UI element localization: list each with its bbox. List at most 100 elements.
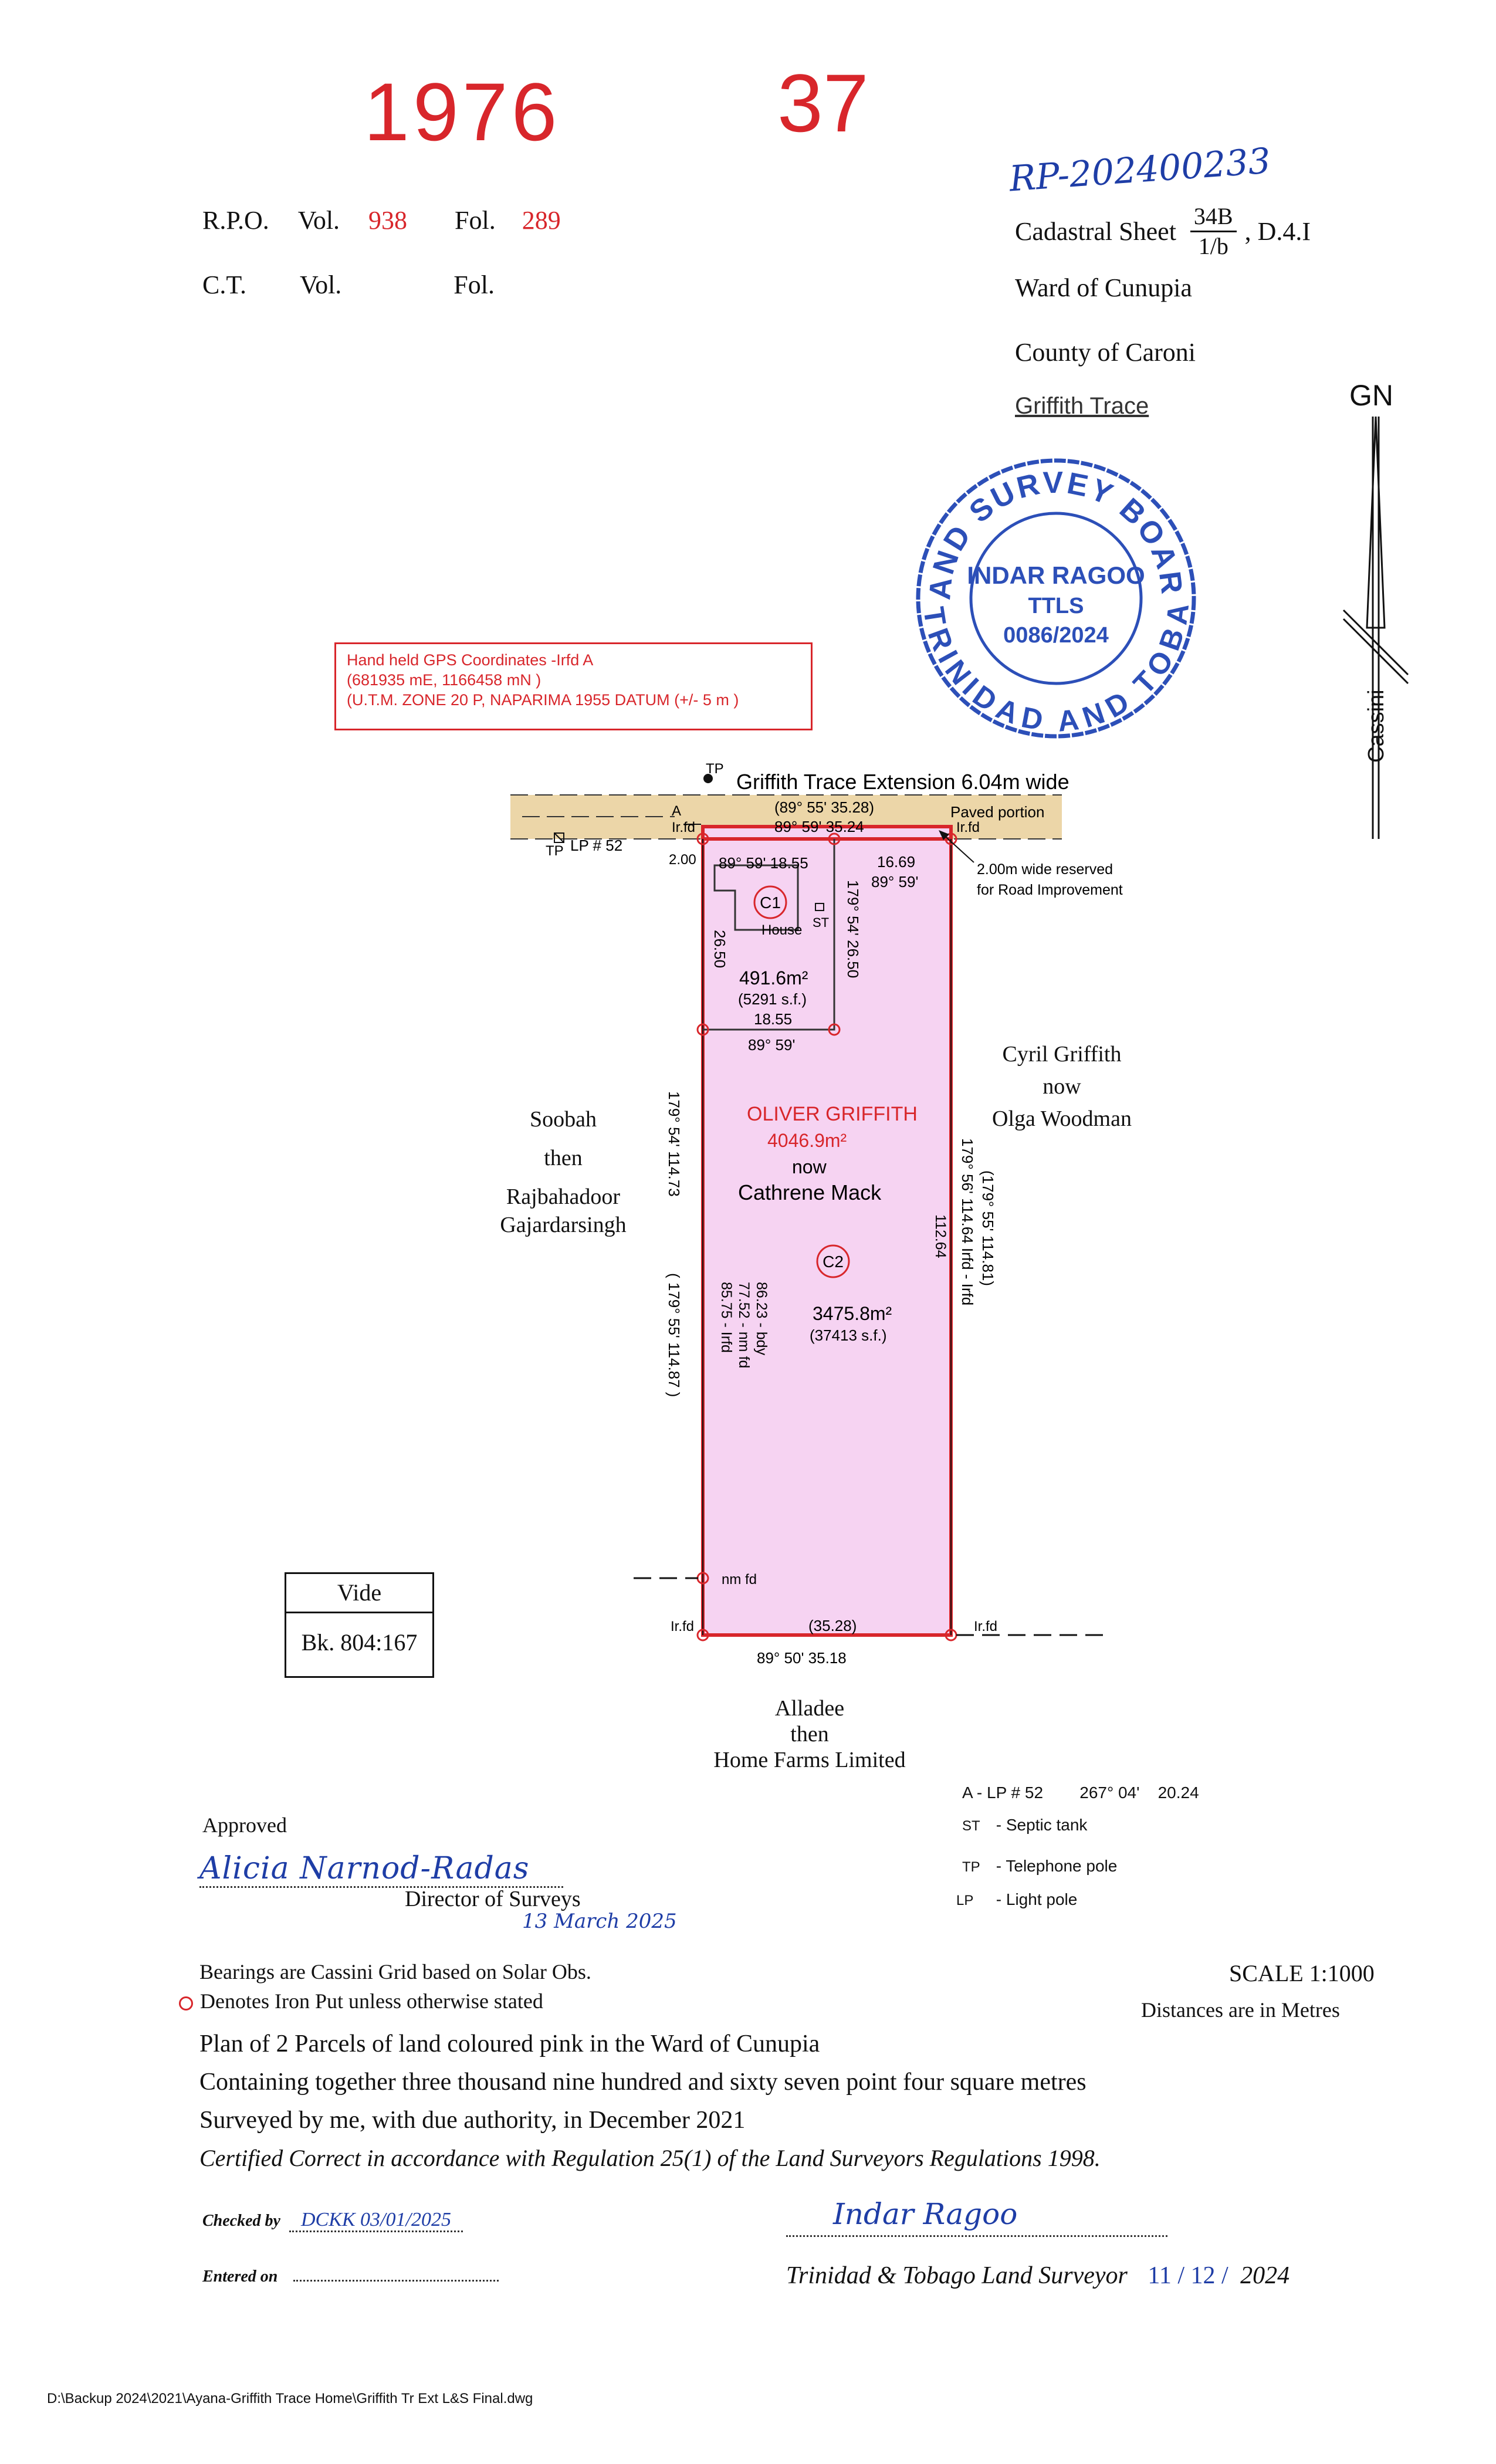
entered-line: Entered on	[202, 2267, 499, 2286]
cadastral-label: Cadastral Sheet	[1015, 217, 1176, 246]
top-bearing-recorded: (89° 55' 35.28)	[774, 798, 874, 816]
surveyor-line: Trinidad & Tobago Land Surveyor 11 / 12 …	[786, 2262, 1289, 2290]
north-arrow-icon	[1342, 417, 1409, 839]
cadastral-suffix: , D.4.I	[1244, 217, 1311, 246]
rpo-line: R.P.O. Vol. 938 Fol. 289	[202, 205, 561, 235]
c1-sqft: (5291 s.f.)	[738, 990, 807, 1008]
east-line-1: Cyril Griffith	[1002, 1042, 1122, 1067]
c1-top-bearing: 89° 59' 18.55	[719, 854, 808, 872]
land-survey-board-stamp: LAND SURVEY BOARD OF TRINIDAD AND TOBAGO…	[909, 452, 1196, 739]
director-label: Director of Surveys	[405, 1887, 581, 1911]
plan-number-left: 1976	[364, 66, 561, 158]
distances-label: Distances are in Metres	[1141, 1998, 1340, 2022]
plan-description: Plan of 2 Parcels of land coloured pink …	[199, 2030, 820, 2057]
county-label: County of Caroni	[1015, 338, 1196, 367]
fol-label: Fol.	[455, 206, 496, 235]
ct-fol-label: Fol.	[453, 270, 495, 299]
south-line-1: Alladee	[774, 1696, 845, 1721]
inner-dist-1: 86.23 - bdy	[753, 1282, 770, 1356]
certified-line: Certified Correct in accordance with Reg…	[199, 2145, 1101, 2171]
c1-label: C1	[760, 893, 781, 912]
telephone-pole-icon: TP	[962, 1859, 980, 1875]
irfd-label-ne: Ir.fd	[956, 820, 980, 835]
fol-value: 289	[522, 206, 561, 235]
two-metre-label: 2.00	[669, 852, 696, 868]
iron-note: Denotes Iron Put unless otherwise stated	[179, 1989, 543, 2013]
south-neighbour: Alladee then Home Farms Limited	[681, 1695, 939, 1773]
entered-label: Entered on	[202, 2267, 278, 2286]
tie-line: A - LP # 52 267° 04' 20.24	[962, 1783, 1199, 1802]
scale-label: SCALE 1:1000	[1229, 1960, 1375, 1986]
signature-line	[199, 1886, 563, 1888]
right-inner-dist: 112.64	[932, 1214, 949, 1258]
grid-north-label: GN	[1349, 379, 1393, 412]
checked-value: DCKK 03/01/2025	[289, 2209, 463, 2232]
stamp-title: TTLS	[1028, 594, 1084, 618]
c1-vertical-bearing: 179° 54' 26.50	[844, 880, 862, 978]
file-path: D:\Backup 2024\2021\Ayana-Griffith Trace…	[47, 2391, 533, 2407]
paved-portion-label: Paved portion	[950, 803, 1044, 821]
house-outline	[713, 864, 799, 931]
total-area: 4046.9m²	[767, 1130, 847, 1151]
plan-number-right: 37	[777, 57, 869, 149]
cadastral-den: 1/b	[1198, 233, 1228, 259]
east-line-2: now	[1043, 1074, 1081, 1099]
west-line-3: Rajbahadoor	[506, 1184, 621, 1209]
cadastral-line: Cadastral Sheet 34B 1/b , D.4.I	[1015, 202, 1311, 260]
gps-line-1: Hand held GPS Coordinates -Irfd A	[347, 651, 594, 669]
surveyor-sig-line	[786, 2235, 1167, 2237]
septic-tank-icon: ST	[962, 1818, 980, 1834]
owner-name: OLIVER GRIFFITH	[747, 1103, 918, 1125]
legend-telephone-label: - Telephone pole	[996, 1857, 1118, 1875]
irfd-label-nw: Ir.fd	[672, 820, 695, 835]
septic-label: ST	[813, 915, 829, 930]
vide-ref: Bk. 804:167	[301, 1629, 418, 1656]
surveyor-label: Trinidad & Tobago Land Surveyor	[786, 2262, 1128, 2289]
stamp-name: INDAR RAGOO	[967, 561, 1145, 589]
west-line-4: Gajardarsingh	[500, 1213, 627, 1237]
right-vertical-bearing: 179° 56' 114.64 Irfd - Irfd	[959, 1138, 976, 1305]
containing-line: Containing together three thousand nine …	[199, 2069, 1087, 2096]
ct-vol-label: Vol.	[299, 270, 342, 299]
east-neighbour: Cyril Griffith now Olga Woodman	[991, 1038, 1132, 1135]
stamp-number: 0086/2024	[1003, 623, 1109, 648]
surveyor-year: 2024	[1240, 2262, 1290, 2289]
vol-value: 938	[368, 206, 408, 235]
light-pole-icon: LP	[956, 1893, 974, 1908]
house-label: House	[761, 922, 802, 938]
director-signature: Alicia Narnod-Radas	[199, 1851, 530, 1886]
c2-sqft: (37413 s.f.)	[810, 1326, 887, 1344]
cadastral-num: 34B	[1190, 202, 1237, 232]
tp-pole-label: TP	[546, 843, 564, 859]
c1-bottom-dist: 18.55	[754, 1010, 792, 1028]
c1-bottom-bearing: 89° 59'	[748, 1036, 795, 1054]
gps-line-3: (U.T.M. ZONE 20 P, NAPARIMA 1955 DATUM (…	[347, 691, 739, 709]
left-vertical-bearing: 179° 54' 114.73	[665, 1091, 683, 1197]
reserved-line-2: for Road Improvement	[977, 882, 1123, 898]
rpo-label: R.P.O.	[202, 206, 269, 235]
point-a-label: A	[672, 803, 681, 819]
west-neighbour: Soobah then Rajbahadoor Gajardarsingh	[475, 1100, 651, 1244]
tp-label: TP	[706, 761, 724, 777]
iron-marker-icon	[179, 1996, 193, 2011]
checked-line: Checked by DCKK 03/01/2025	[202, 2209, 463, 2232]
bottom-bearing-measured: 89° 50' 35.18	[757, 1649, 847, 1667]
gps-line-2: (681935 mE, 1166458 mN )	[347, 671, 541, 689]
east-line-3: Olga Woodman	[992, 1106, 1132, 1131]
c1-right-top-bearing: 89° 59'	[871, 873, 918, 891]
lp52-label: LP # 52	[570, 837, 622, 854]
west-line-1: Soobah	[530, 1107, 597, 1132]
road-label: Griffith Trace	[1015, 393, 1149, 419]
iron-note-text: Denotes Iron Put unless otherwise stated	[200, 1989, 543, 2013]
gps-coordinates-box: Hand held GPS Coordinates -Irfd A (68193…	[334, 642, 813, 730]
road-title: Griffith Trace Extension 6.04m wide	[736, 770, 1069, 794]
c1-left-dist: 26.50	[711, 930, 729, 968]
entered-dots	[293, 2280, 499, 2282]
legend-septic-label: - Septic tank	[996, 1816, 1088, 1834]
legend-septic: ST - Septic tank	[962, 1816, 1087, 1835]
surveyor-date: 11 / 12 /	[1148, 2262, 1228, 2289]
ward-label: Ward of Cunupia	[1015, 273, 1192, 302]
legend-light: LP - Light pole	[956, 1890, 1077, 1909]
ct-label: C.T.	[202, 270, 246, 299]
survey-plan-drawing: Griffith Trace Extension 6.04m wide TP P…	[510, 761, 1123, 1667]
